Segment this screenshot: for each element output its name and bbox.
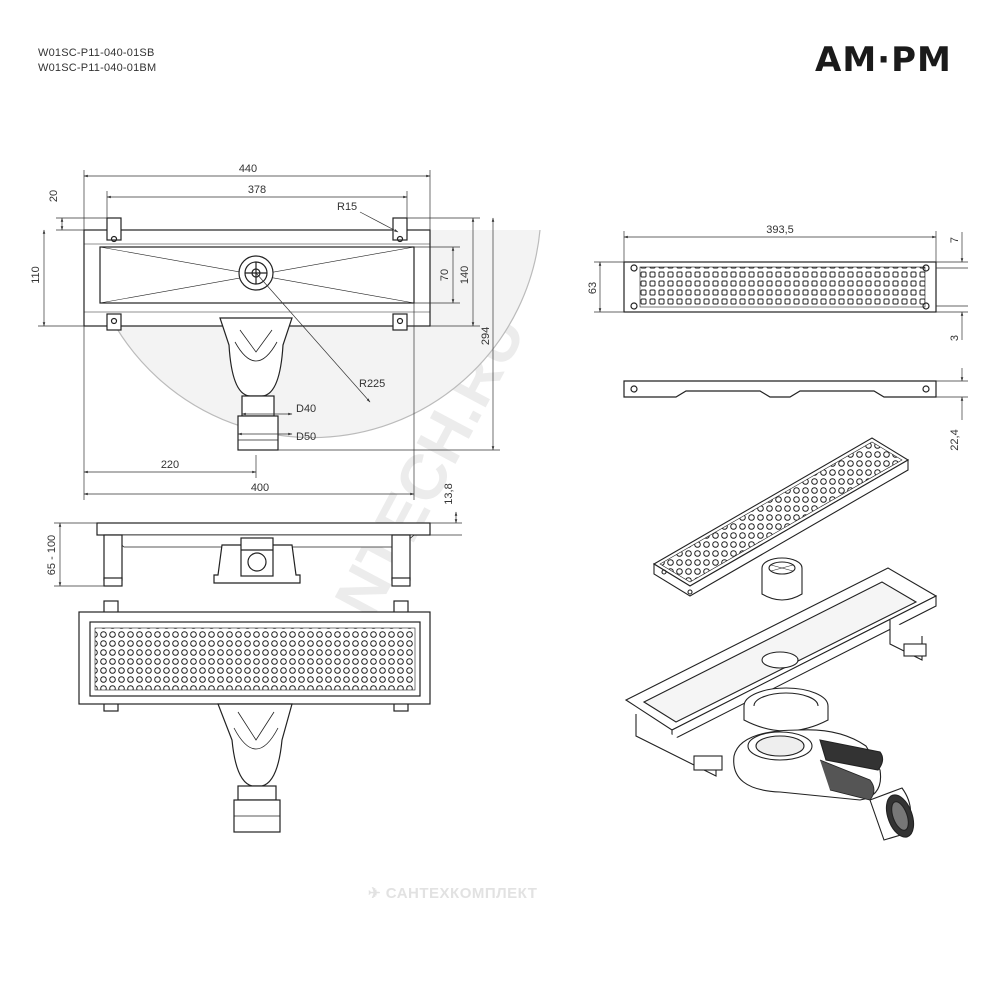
isometric-grate-perforation	[659, 441, 903, 583]
grate-siphon	[217, 703, 293, 787]
product-code-bm: W01SC-P11-040-01BM	[38, 62, 157, 74]
dim-flange-thickness: 13,8	[443, 483, 455, 504]
dim-overall-width: 440	[239, 163, 257, 175]
top-view-dimensions	[38, 170, 500, 500]
side-leg	[391, 534, 411, 581]
dim-total-depth: 294	[480, 327, 492, 345]
bracket	[392, 313, 408, 331]
dim-bracket-span: 378	[248, 184, 266, 196]
bracket	[106, 313, 122, 331]
side-view	[96, 522, 431, 587]
dim-drain-offset: 220	[161, 459, 179, 471]
top-view	[83, 217, 541, 451]
bracket	[106, 217, 122, 241]
brand-logo: AM·PM	[815, 40, 952, 80]
side-leg	[103, 534, 123, 581]
dim-swing-radius: R225	[359, 378, 385, 390]
side-view-dimensions	[54, 511, 462, 587]
product-codes: W01SC-P11-040-01SB W01SC-P11-040-01BM	[38, 46, 156, 76]
dim-body-height: 110	[30, 266, 42, 284]
dim-grate-profile-height: 22,4	[949, 429, 961, 450]
isometric-strainer	[761, 557, 803, 601]
dim-grate-length: 393,5	[766, 224, 794, 236]
grate-profile-view	[623, 380, 937, 398]
isometric-grate	[652, 437, 910, 597]
dim-outer-height: 140	[459, 266, 471, 284]
dim-grate-top-margin: 7	[949, 237, 961, 243]
top-view-labels: 440 378 20 R15 110 70 140 294 R225 D40 D…	[30, 163, 492, 494]
dim-grate-bottom-margin: 3	[949, 335, 961, 341]
footer-watermark-text: САНТЕХКОМПЛЕКТ	[385, 885, 538, 902]
outlet-pipe	[241, 395, 275, 417]
dim-bracket-offset: 20	[48, 190, 60, 202]
dim-inner-length: 400	[251, 482, 269, 494]
grate-dimensions	[594, 231, 968, 420]
watermark-logo-icon: ✈	[368, 885, 386, 902]
grate-labels: 393,5 63 7 3 22,4	[587, 224, 961, 451]
side-flange	[96, 522, 431, 536]
dim-grate-height: 63	[587, 282, 599, 294]
side-view-labels: 13,8 65 - 100	[46, 483, 455, 575]
dim-radius-small: R15	[337, 201, 357, 213]
product-code-sb: W01SC-P11-040-01SB	[38, 47, 155, 59]
grate-perforation	[94, 627, 416, 691]
dim-height-range: 65 - 100	[46, 535, 58, 575]
grate-front-view	[623, 261, 937, 313]
footer-watermark: ✈ САНТЕХКОМПЛЕКТ	[368, 884, 537, 902]
isometric-siphon	[733, 687, 915, 841]
grate-plate-perforation	[639, 266, 926, 308]
dim-outlet-inner: D40	[296, 403, 316, 415]
grate-top-view	[78, 600, 431, 833]
dim-outlet-outer: D50	[296, 431, 316, 443]
dim-inner-height: 70	[439, 269, 451, 281]
isometric-channel	[624, 567, 938, 777]
